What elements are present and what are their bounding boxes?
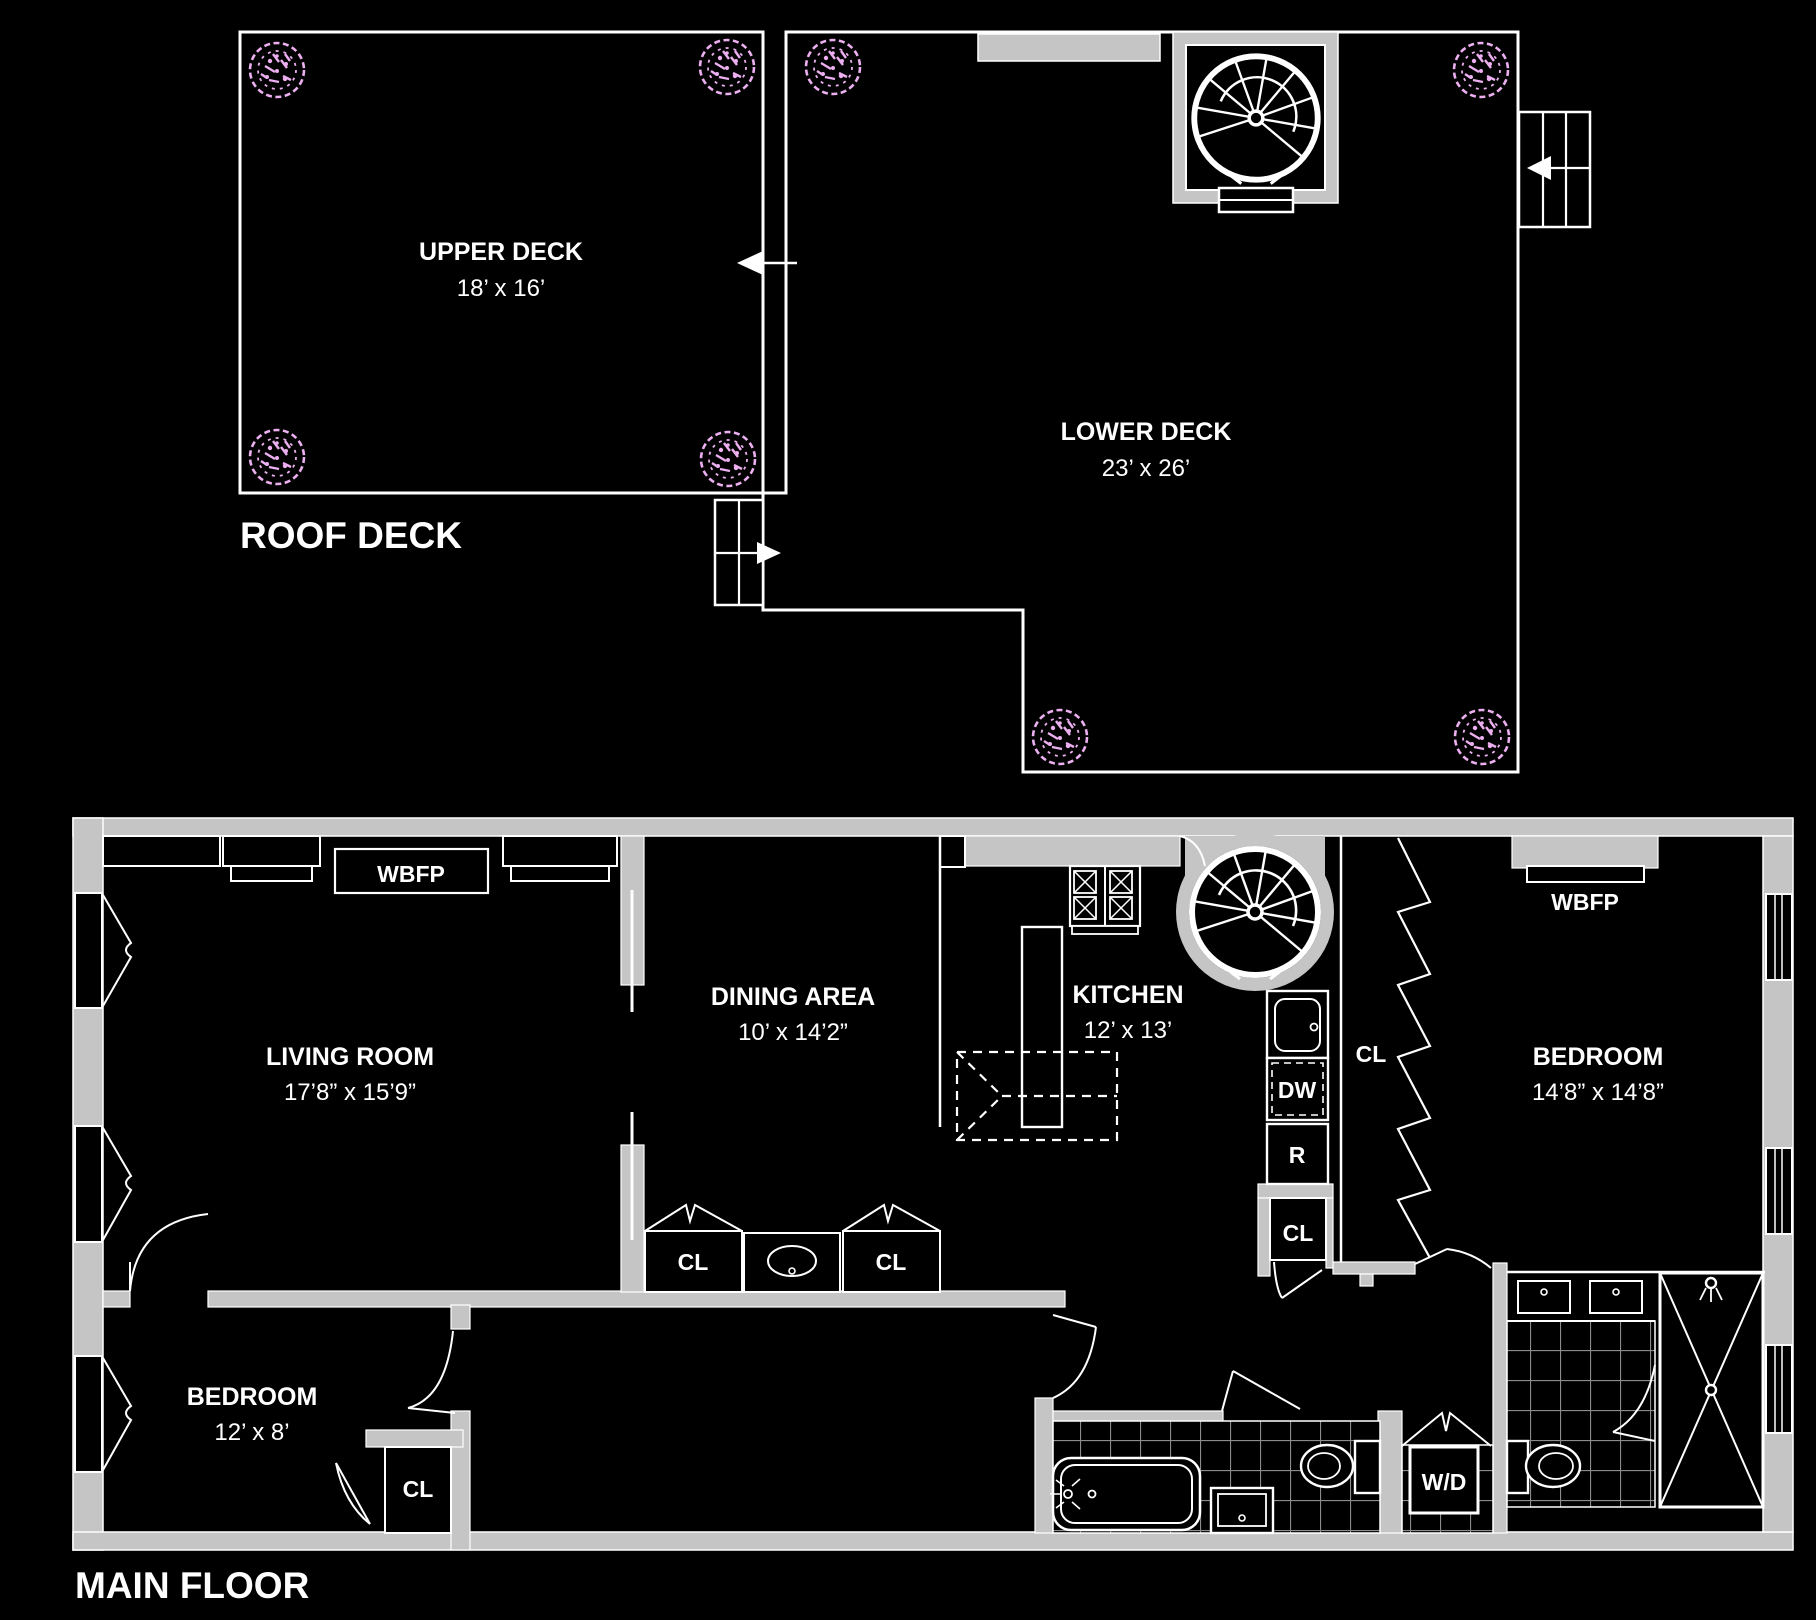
shower [1658,1271,1765,1509]
left-wall-windows [74,892,133,1473]
wd-label: W/D [1422,1469,1467,1495]
dining-area-dims: 10’ x 14’2” [738,1019,848,1046]
cl-label: CL [876,1249,907,1275]
washer-dryer-closet: W/D [1401,1411,1494,1534]
main-spiral-stair [1176,833,1334,991]
stair-direction-arrow [757,542,781,564]
right-bathroom [1505,1270,1765,1509]
stair-direction-arrow [1527,156,1551,180]
casement-swing-icon [102,894,133,1007]
deck-connector-stairs [713,498,781,607]
interior-walls [102,835,1659,1551]
dw-label: DW [1278,1077,1317,1103]
top-wall-windows [102,835,966,882]
upper-deck-dims: 18’ x 16’ [457,275,546,302]
cl-label: CL [403,1476,434,1502]
hall-vanity-sink [743,1232,841,1293]
refrigerator: R [1265,1122,1330,1186]
bedroom-small-dims: 12’ x 8’ [214,1419,289,1446]
kitchen-closet: CL [1269,1197,1327,1299]
main-floor-title: MAIN FLOOR [75,1565,309,1606]
lower-deck-label: LOWER DECK [1061,418,1232,446]
roof-right-stairs [1517,110,1592,229]
upper-deck-outline [238,30,765,495]
toilet [1299,1439,1382,1495]
main-floor-plan: WBFP [72,817,1794,1606]
lower-deck-outline [761,30,1520,774]
shower-head-icon [1704,1276,1718,1290]
roof-deck-plan: UPPER DECK 18’ x 16’ LOWER DECK 23’ x 26… [238,30,1592,774]
small-bedroom-doors [129,1213,456,1414]
roof-spiral-stair [1172,31,1339,214]
wbfp-label: WBFP [1551,889,1619,915]
kitchen-label: KITCHEN [1072,981,1183,1009]
casement-swing-icon [102,1127,133,1241]
living-room-dims: 17’8” x 15’9” [284,1079,416,1106]
middle-bathroom [1050,1314,1382,1535]
dishwasher: DW [1265,1056,1330,1122]
upper-deck-label: UPPER DECK [419,238,583,266]
wbfp-label: WBFP [377,861,445,887]
accordion-door-icon [1396,837,1432,1259]
bathtub [1050,1456,1202,1532]
dining-area-label: DINING AREA [711,983,875,1011]
stove-icon [1068,864,1142,935]
kitchen-sink [1265,989,1330,1060]
bifold-door-icon [1401,1411,1492,1447]
dashed-opening-marker [955,1050,1119,1142]
bathroom-vanity [1209,1486,1275,1535]
bedroom-main-label: BEDROOM [1533,1043,1664,1071]
casement-swing-icon [102,1357,133,1471]
bathroom-door [1612,1364,1656,1442]
right-wall-windows [1765,893,1793,1434]
r-label: R [1289,1142,1306,1168]
roof-deck-title: ROOF DECK [240,515,462,556]
dining-closets: CL CL [644,1203,941,1293]
bathroom-door [1221,1370,1301,1412]
double-sinks [1507,1280,1655,1322]
upper-deck-entry-arrow [737,251,797,275]
cl-label: CL [1283,1220,1314,1246]
bedroom-fireplace: WBFP [1526,865,1645,915]
bedroom-small-label: BEDROOM [187,1383,318,1411]
foyer-entry-door [1052,1314,1097,1399]
small-bedroom-closet: CL [335,1446,452,1534]
cl-label: CL [678,1249,709,1275]
bifold-door-icon [842,1203,941,1232]
bedroom-main-dims: 14’8” x 14’8” [1532,1079,1664,1106]
bedroom-closet-wall: CL [1339,836,1432,1262]
roof-landing-strip [977,33,1161,62]
toilet [1505,1439,1582,1495]
living-room-label: LIVING ROOM [266,1043,434,1071]
kitchen-counter [1020,925,1064,1129]
lower-deck-dims: 23’ x 26’ [1102,455,1191,482]
living-room-fireplace: WBFP [333,847,490,895]
bifold-door-icon [644,1203,743,1232]
kitchen-fixtures: DW R CL [938,833,1334,1299]
cl-label: CL [1356,1041,1387,1067]
kitchen-dims: 12’ x 13’ [1084,1017,1173,1044]
bedroom-main-door [1414,1248,1492,1269]
